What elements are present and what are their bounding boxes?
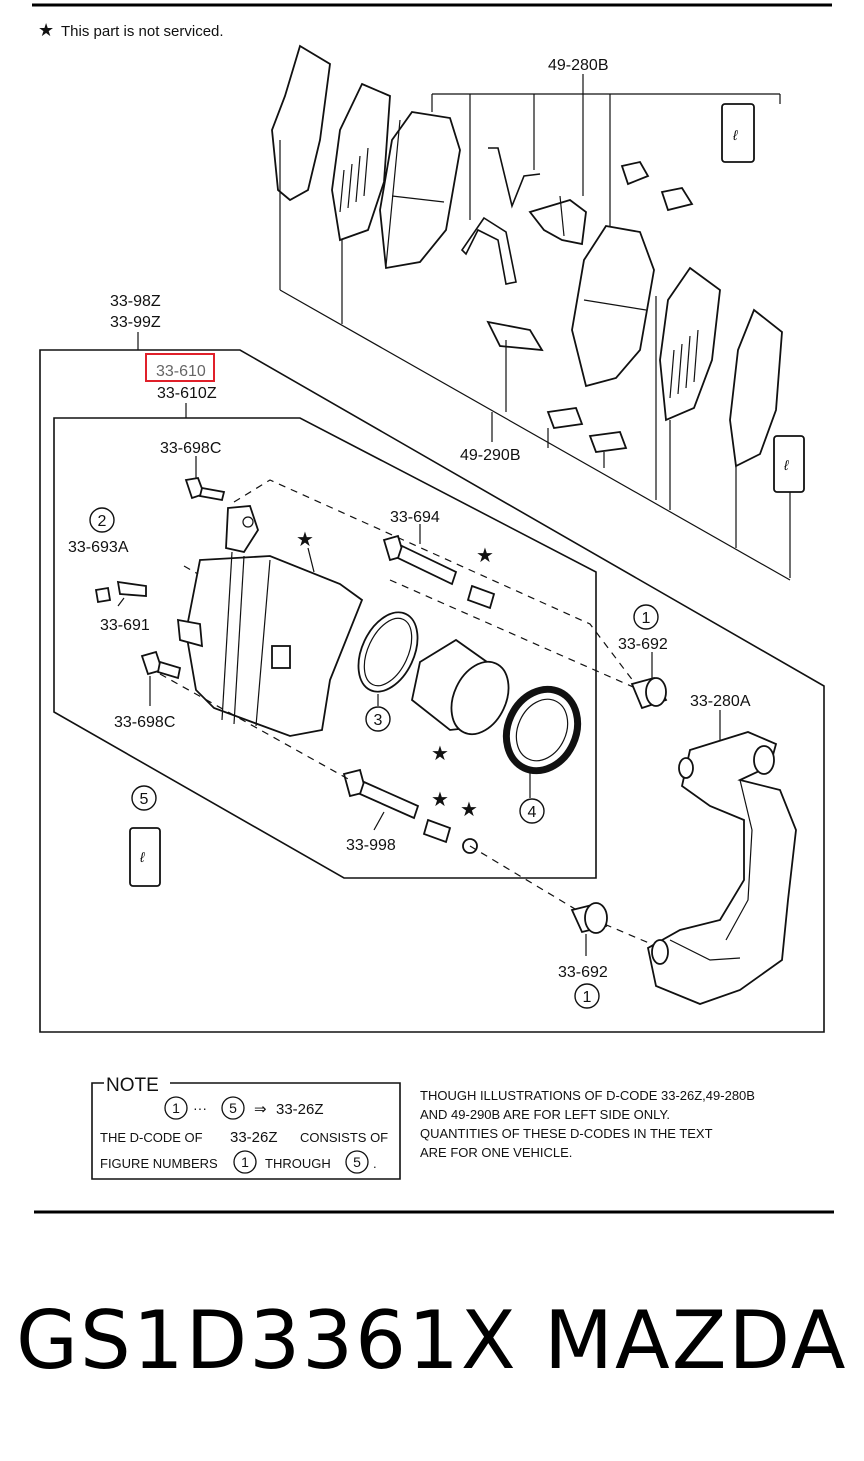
star-icon: ★	[38, 20, 54, 40]
guide-bolt-lower	[140, 650, 182, 680]
svg-text:2: 2	[98, 513, 107, 530]
part-number: GS1D3361X	[16, 1294, 518, 1387]
piston	[411, 638, 510, 736]
bushing-upper	[630, 676, 668, 710]
grease-packet	[129, 827, 161, 887]
callout-3: 3	[365, 706, 391, 732]
pad-kit-group: ℓ ℓ	[271, 44, 805, 581]
caliper-body	[176, 505, 364, 737]
outer-shim-upper	[271, 44, 331, 202]
label-49-290b: 49-290B	[460, 447, 521, 464]
anti-rattle-spring-left	[488, 147, 541, 209]
svg-text:THE D-CODE OF: THE D-CODE OF	[100, 1130, 203, 1145]
disclaimer-text: THOUGH ILLUSTRATIONS OF D-CODE 33-26Z,49…	[420, 1088, 755, 1160]
svg-text:ℓ: ℓ	[139, 849, 145, 865]
svg-text:33-26Z: 33-26Z	[230, 1129, 278, 1146]
pad-retainer-clip	[486, 320, 544, 352]
pad-clip-a	[620, 160, 650, 186]
label-33-698c-top: 33-698C	[160, 440, 221, 457]
svg-text:THROUGH: THROUGH	[265, 1156, 331, 1171]
bleeder-screw	[116, 580, 147, 597]
callout-5: 5	[131, 785, 157, 811]
label-33-98z: 33-98Z	[110, 293, 161, 310]
callout-1-bottom: 1	[574, 983, 600, 1009]
caliper-body-frame	[53, 417, 597, 879]
label-33-998: 33-998	[346, 837, 396, 854]
svg-text:AND 49-290B ARE FOR LEFT SIDE: AND 49-290B ARE FOR LEFT SIDE ONLY.	[420, 1107, 670, 1122]
pad-clip-c	[546, 407, 584, 429]
callout-4: 4	[519, 798, 545, 824]
star-icon-boot-lower: ★	[431, 789, 449, 811]
brake-pad-outer	[379, 111, 461, 270]
caliper-assembly-frame	[39, 349, 825, 1033]
label-33-694: 33-694	[390, 509, 440, 526]
star-note-text: This part is not serviced.	[61, 23, 224, 40]
pad-clip-d	[588, 431, 628, 453]
svg-text:THOUGH ILLUSTRATIONS OF D-CODE: THOUGH ILLUSTRATIONS OF D-CODE 33-26Z,49…	[420, 1088, 755, 1103]
svg-text:3: 3	[374, 712, 383, 729]
svg-text:CONSISTS OF: CONSISTS OF	[300, 1130, 388, 1145]
svg-text:33-26Z: 33-26Z	[276, 1101, 324, 1118]
piston-dust-boot	[502, 685, 582, 775]
svg-text:5: 5	[353, 1154, 361, 1170]
svg-text:1: 1	[642, 610, 651, 627]
pad-clip-b	[660, 186, 694, 212]
star-icon-piston: ★	[431, 743, 449, 765]
highlight-box-33-610	[145, 353, 215, 382]
star-icon-boot-upper: ★	[476, 545, 494, 567]
brand-name: MAZDA	[544, 1294, 847, 1387]
star-icon-plug: ★	[460, 799, 478, 821]
svg-text:···: ···	[193, 1100, 207, 1116]
guide-pin-33-998	[342, 768, 420, 820]
bleeder-cap	[94, 586, 112, 604]
svg-text:.: .	[373, 1156, 377, 1171]
svg-text:5: 5	[140, 791, 149, 808]
svg-text:4: 4	[528, 804, 537, 821]
label-33-692-bottom: 33-692	[558, 964, 608, 981]
svg-text:FIGURE NUMBERS: FIGURE NUMBERS	[100, 1156, 218, 1171]
svg-text:ARE FOR ONE VEHICLE.: ARE FOR ONE VEHICLE.	[420, 1145, 572, 1160]
svg-text:ℓ: ℓ	[783, 457, 789, 473]
label-33-698c-bottom: 33-698C	[114, 714, 175, 731]
shim-packet-upper	[721, 103, 755, 163]
star-icon-caliper: ★	[296, 529, 314, 551]
label-33-280a: 33-280A	[690, 693, 751, 710]
label-33-693a: 33-693A	[68, 539, 129, 556]
label-33-99z: 33-99Z	[110, 314, 161, 331]
note-box: NOTE 1 ··· 5 ⇒ 33-26Z THE D-CODE OF 33-2…	[91, 1075, 401, 1180]
callout-2: 2	[89, 507, 115, 533]
brake-pad-inner	[571, 225, 655, 388]
anti-squeal-shim-lower	[659, 266, 721, 422]
label-33-692-top: 33-692	[618, 636, 668, 653]
caliper-ear	[225, 505, 259, 554]
pin-boot-upper	[466, 584, 496, 610]
svg-text:⇒: ⇒	[254, 1101, 267, 1118]
svg-text:1: 1	[172, 1100, 180, 1116]
svg-text:5: 5	[229, 1100, 237, 1116]
anti-squeal-shim-upper	[331, 82, 391, 242]
label-33-610z: 33-610Z	[157, 385, 217, 402]
outer-shim-lower	[729, 308, 783, 468]
piston-seal	[357, 611, 419, 693]
anti-rattle-spring-lower	[460, 216, 517, 285]
svg-text:ℓ: ℓ	[732, 127, 738, 143]
shim-packet-lower	[773, 435, 805, 493]
svg-text:QUANTITIES OF THESE D-CODES IN: QUANTITIES OF THESE D-CODES IN THE TEXT	[420, 1126, 713, 1141]
pad-clip-upper	[528, 199, 587, 246]
label-49-280b: 49-280B	[548, 57, 609, 74]
pin-boot-lower	[422, 818, 452, 844]
svg-text:1: 1	[583, 989, 592, 1006]
label-33-610: 33-610	[156, 363, 206, 380]
note-title: NOTE	[106, 1075, 159, 1096]
caliper-mounting-bracket	[646, 731, 797, 1005]
label-33-691: 33-691	[100, 617, 150, 634]
guide-bolt-upper	[184, 476, 226, 502]
guide-pin-33-694	[382, 534, 458, 586]
bushing-lower	[570, 902, 608, 934]
svg-text:1: 1	[241, 1154, 249, 1170]
callout-1-top: 1	[633, 604, 659, 630]
